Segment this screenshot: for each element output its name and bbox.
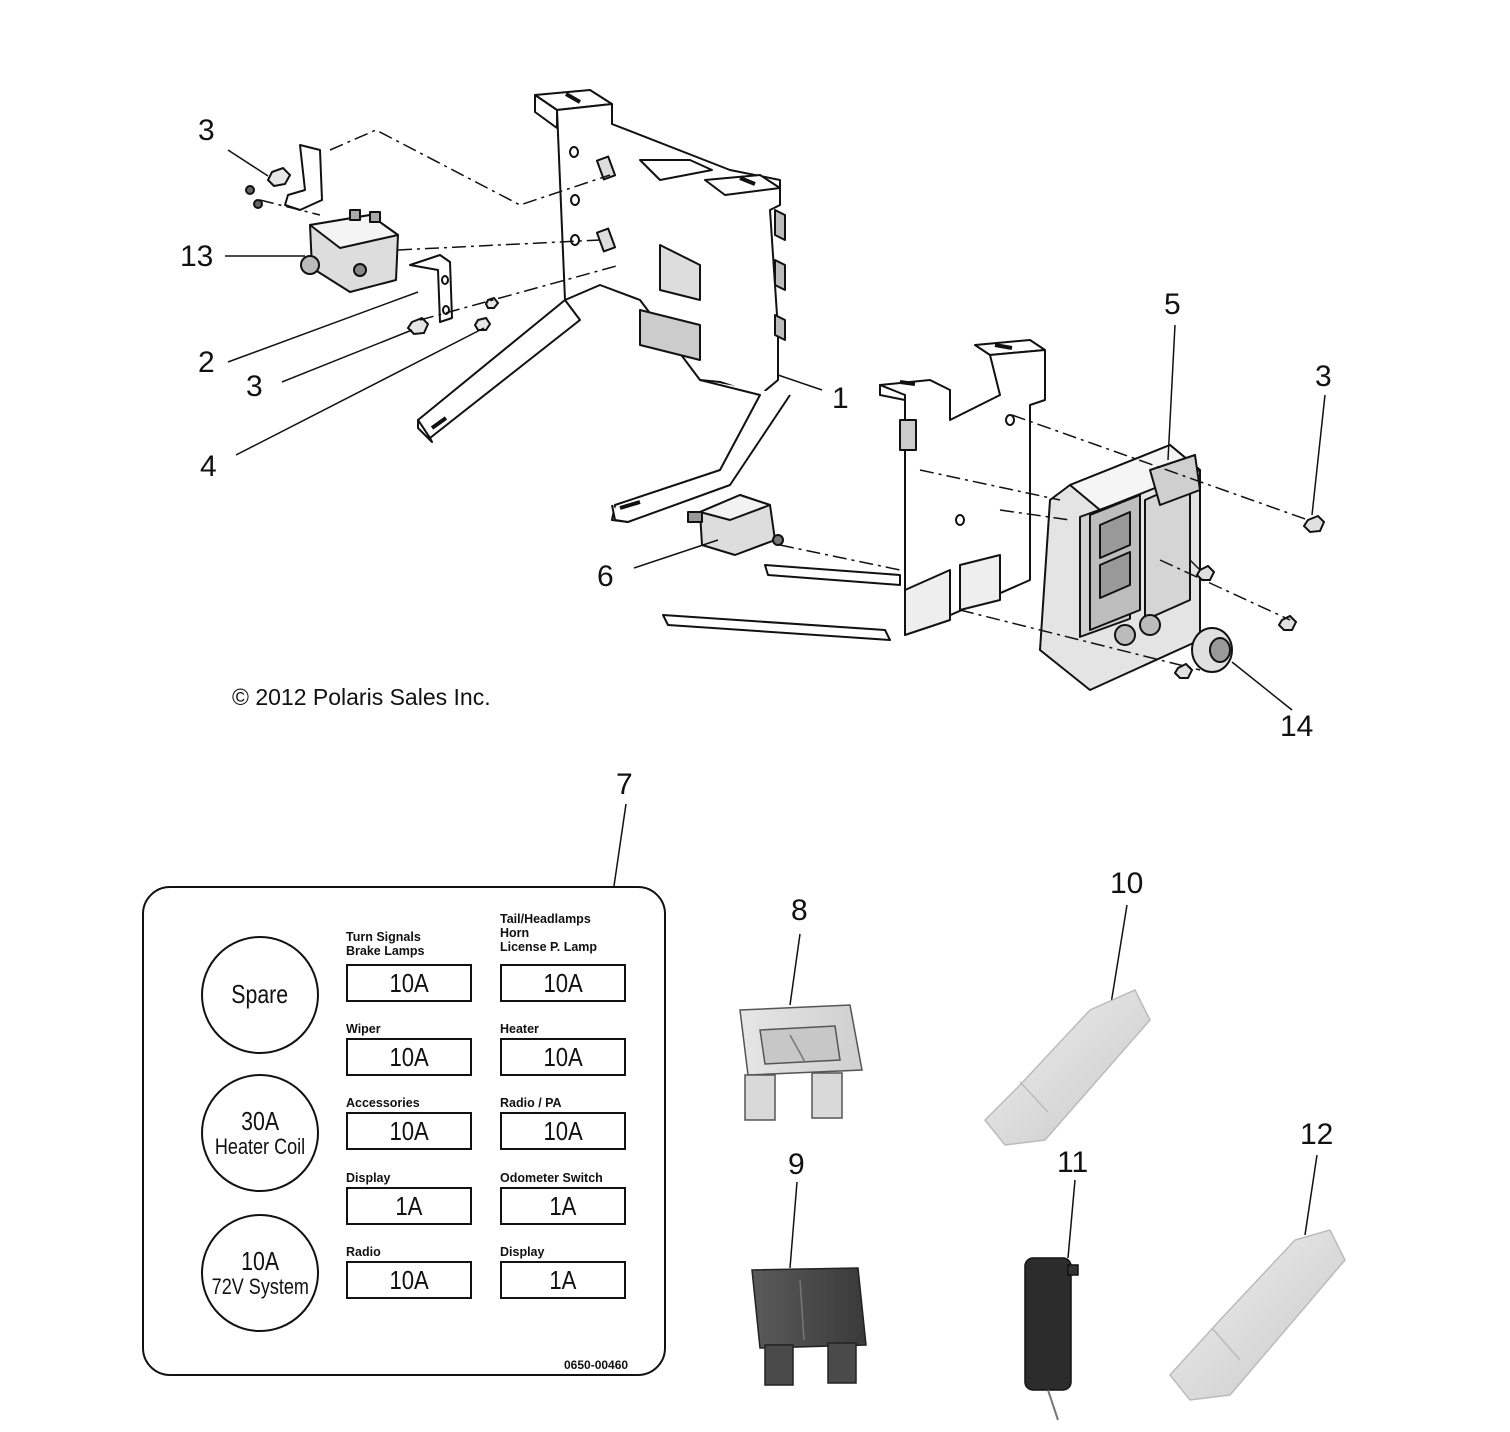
slot-rating: 1A <box>500 1187 626 1225</box>
slot-label: Radio / PA <box>500 1096 562 1110</box>
callout-3-upper-left: 3 <box>198 114 215 147</box>
slot-label: Display <box>346 1171 391 1185</box>
circuit-breaker <box>687 494 784 556</box>
callout-10: 10 <box>1110 867 1144 900</box>
connector-and-nuts <box>1173 514 1326 679</box>
callout-3-right: 3 <box>1315 360 1332 393</box>
callout-7: 7 <box>616 768 633 801</box>
slot-label: Heater <box>500 1022 539 1036</box>
callout-4: 4 <box>200 450 217 483</box>
circle-line2: Heater Coil <box>214 1134 306 1160</box>
callout-2: 2 <box>198 346 215 379</box>
circle-heater-coil: 30A Heater Coil <box>201 1074 319 1192</box>
small-bracket <box>409 254 453 323</box>
fuse-label-decal: Spare 30A Heater Coil 10A 72V System Tur… <box>142 886 666 1376</box>
callout-14: 14 <box>1280 710 1314 743</box>
main-bracket <box>417 89 791 523</box>
circle-spare: Spare <box>201 936 319 1054</box>
decal-part-number: 0650-00460 <box>564 1358 629 1372</box>
slot-label: Tail/Headlamps Horn License P. Lamp <box>500 912 598 954</box>
circle-line1: Spare <box>231 979 289 1010</box>
callout-5: 5 <box>1164 288 1181 321</box>
slot-rating: 10A <box>346 1261 472 1299</box>
callout-13: 13 <box>180 240 214 273</box>
callout-1: 1 <box>832 382 849 415</box>
slot-rating: 1A <box>346 1187 472 1225</box>
relay-assembly <box>245 144 399 293</box>
callout-8: 8 <box>791 894 808 927</box>
slot-rating: 10A <box>500 1112 626 1150</box>
callout-9: 9 <box>788 1148 805 1181</box>
circle-line2: 72V System <box>211 1274 309 1300</box>
blade-fuse-clear <box>739 1004 863 1121</box>
circle-72v-system: 10A 72V System <box>201 1214 319 1332</box>
tube-fitting-10 <box>983 989 1151 1146</box>
slot-label: Wiper <box>346 1022 381 1036</box>
capacitor <box>1024 1257 1079 1421</box>
callout-6: 6 <box>597 560 614 593</box>
blade-fuse-dark <box>751 1267 867 1386</box>
hardware-nuts-left <box>266 166 500 336</box>
slot-rating: 10A <box>346 1112 472 1150</box>
callout-12: 12 <box>1300 1118 1334 1151</box>
fuse-block-bracket <box>662 339 1046 641</box>
callout-11: 11 <box>1057 1146 1089 1179</box>
leader-lines <box>225 149 1326 1269</box>
circle-line1: 10A <box>241 1245 279 1276</box>
callout-3-middle-left: 3 <box>246 370 263 403</box>
circle-line1: 30A <box>241 1105 279 1136</box>
fuse-block <box>1039 444 1201 691</box>
slot-rating: 10A <box>346 1038 472 1076</box>
slot-label: Accessories <box>346 1096 420 1110</box>
slot-rating: 10A <box>346 964 472 1002</box>
slot-label: Display <box>500 1245 545 1259</box>
copyright-notice: © 2012 Polaris Sales Inc. <box>232 684 491 710</box>
slot-rating: 1A <box>500 1261 626 1299</box>
slot-label: Radio <box>346 1245 381 1259</box>
tube-fitting-12 <box>1169 1229 1346 1401</box>
slot-rating: 10A <box>500 964 626 1002</box>
slot-label: Turn Signals Brake Lamps <box>346 930 425 958</box>
slot-label: Odometer Switch <box>500 1171 603 1185</box>
centerlines <box>259 129 1309 671</box>
slot-rating: 10A <box>500 1038 626 1076</box>
